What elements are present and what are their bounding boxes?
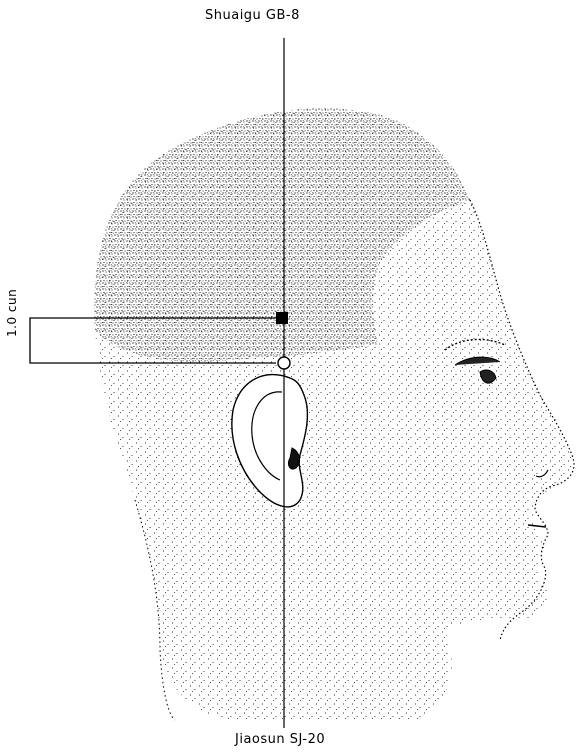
jiaosun-marker-icon [278, 357, 290, 369]
measurement-label: 1.0 cun [5, 289, 19, 337]
shuaigu-marker-icon [276, 312, 288, 324]
jiaosun-label: Jiaosun SJ-20 [235, 732, 325, 747]
shuaigu-label: Shuaigu GB-8 [205, 8, 300, 23]
